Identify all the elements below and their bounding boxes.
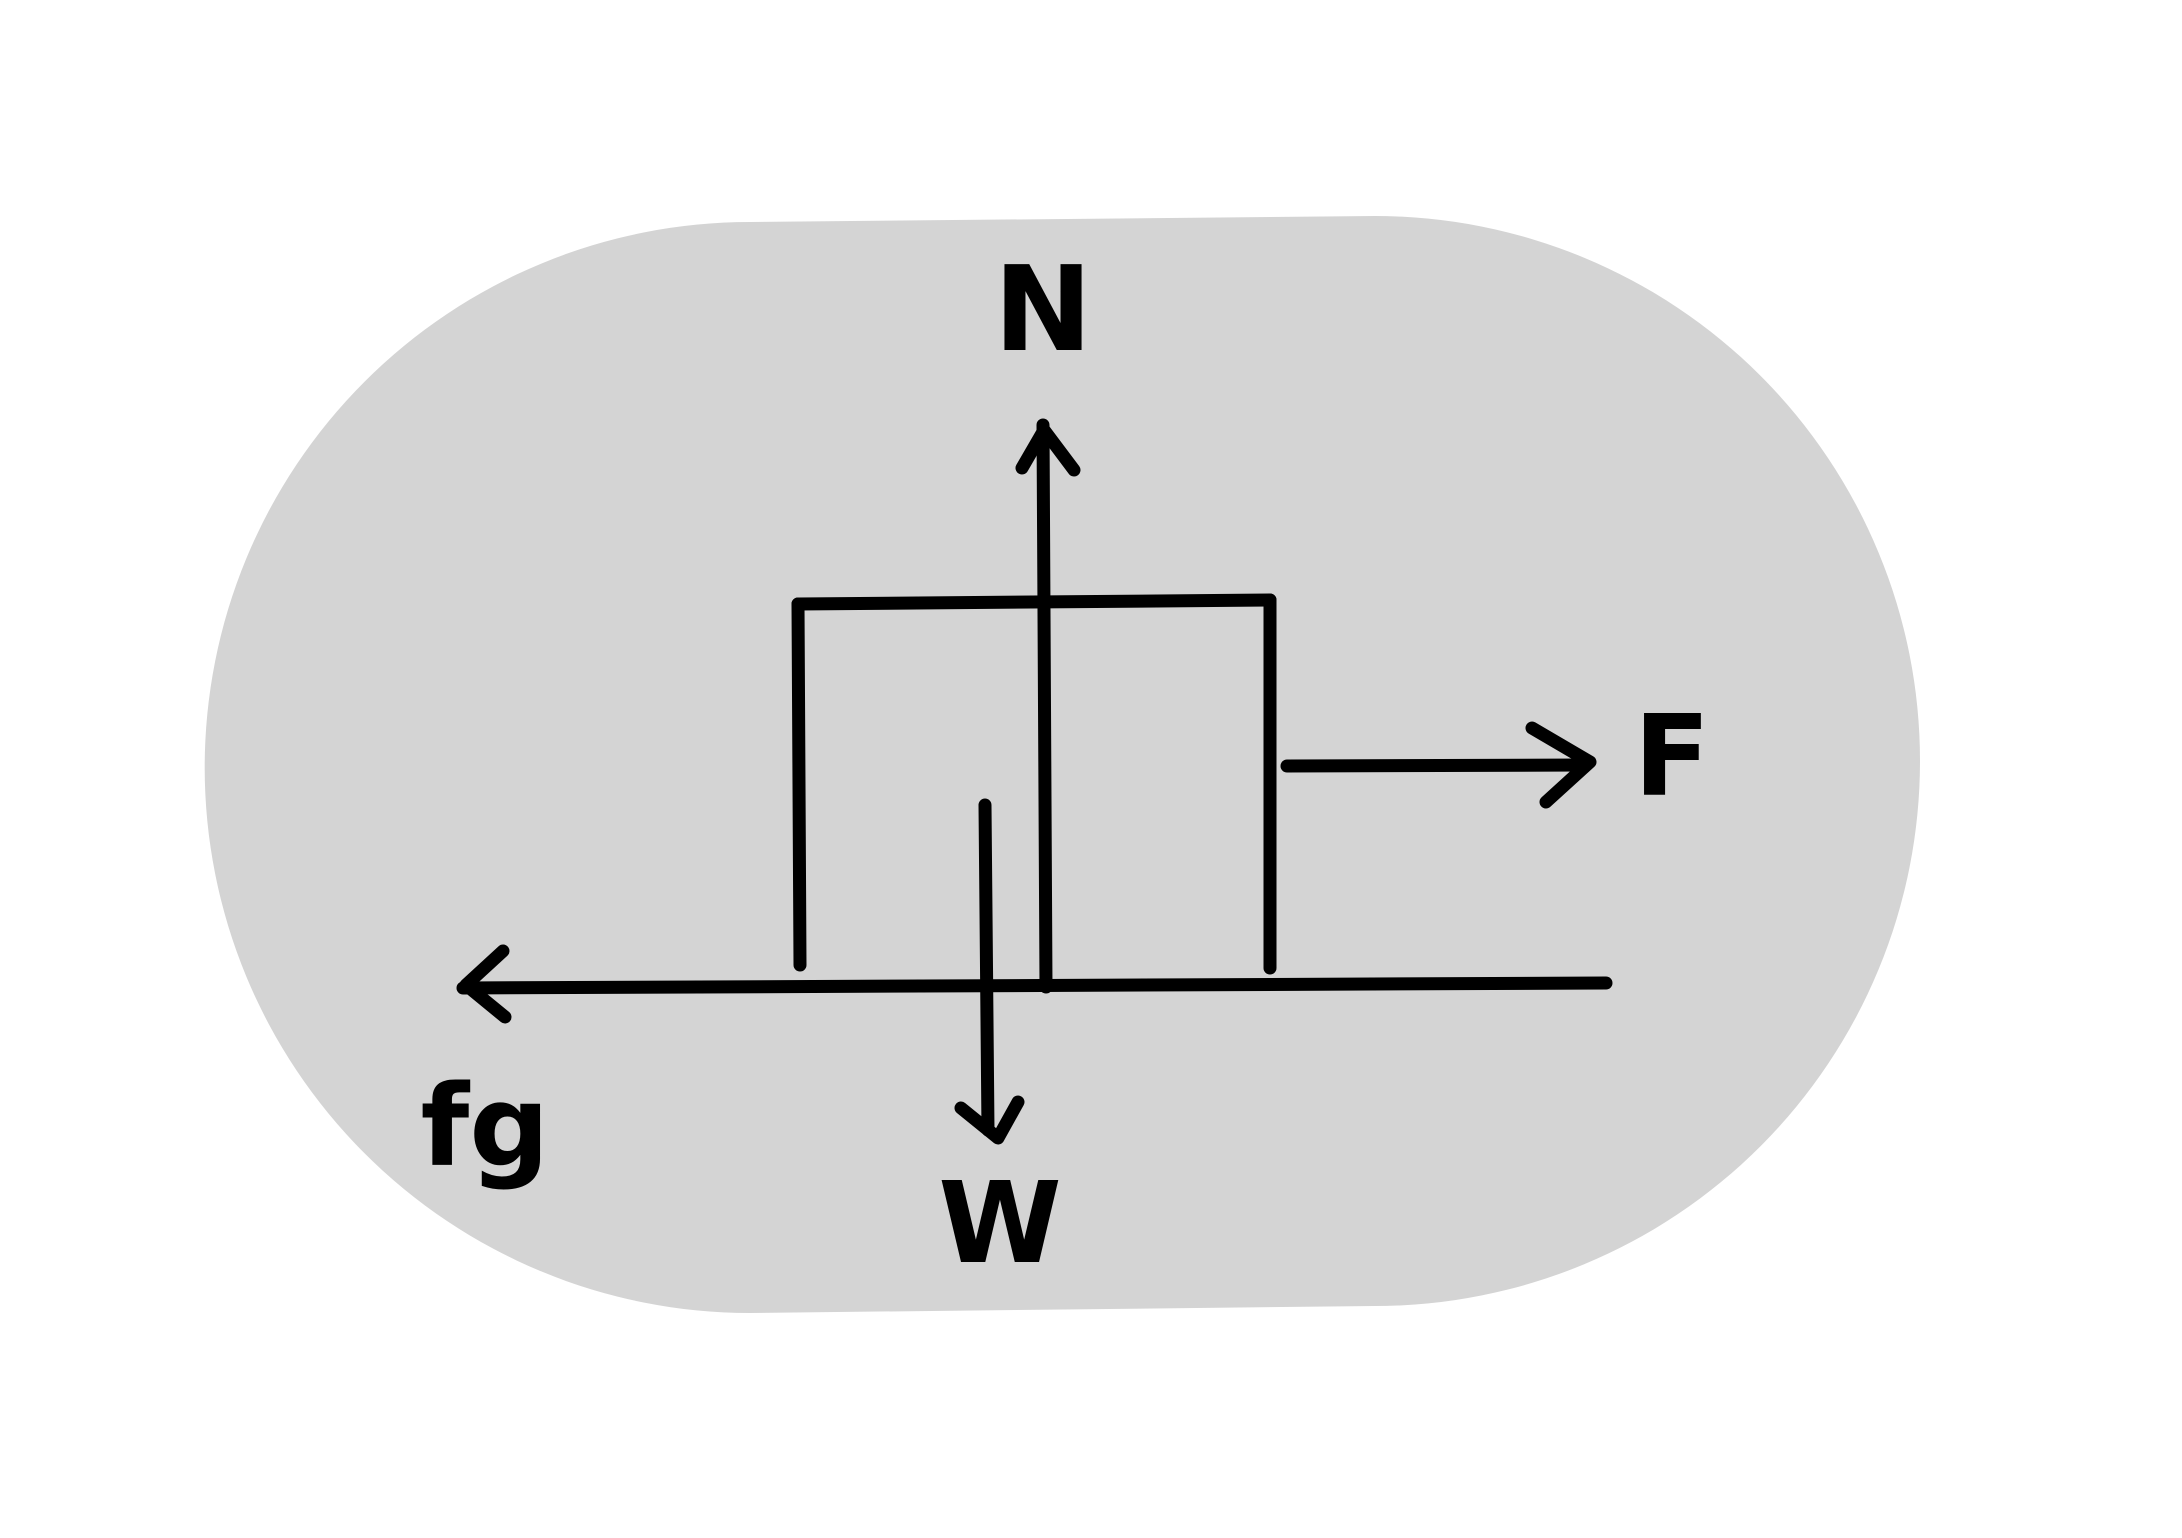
friction-arrow [459, 944, 512, 1024]
weight-label: W [938, 1159, 1062, 1289]
applied-force-label: F [1634, 692, 1711, 822]
applied-force-shaft [1280, 758, 1591, 773]
block-left-edge [791, 597, 807, 972]
normal-force-arrowhead [1015, 423, 1081, 477]
applied-force-arrowhead [1525, 721, 1597, 809]
normal-force-label: N [994, 240, 1093, 378]
normal-force-shaft [1036, 418, 1053, 994]
background-stadium [204, 216, 1920, 1313]
block [791, 593, 1277, 975]
weight-shaft [978, 798, 995, 1137]
ground-line [456, 976, 1613, 995]
block-top-edge [791, 593, 1277, 611]
normal-force-arrow [1015, 418, 1081, 994]
friction-label: fg [421, 1062, 550, 1192]
weight-arrowhead [954, 1095, 1025, 1145]
applied-force-arrow [1280, 721, 1597, 809]
weight-arrow [954, 798, 1025, 1145]
friction-arrowhead [459, 944, 512, 1024]
